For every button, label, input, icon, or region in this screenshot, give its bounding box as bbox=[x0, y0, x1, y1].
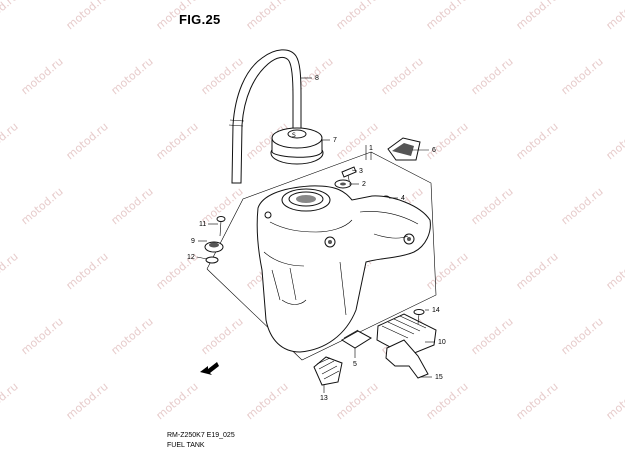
mount-cushion bbox=[204, 241, 224, 253]
watermark-text: motod.ru bbox=[154, 380, 201, 422]
watermark-text: motod.ru bbox=[109, 55, 156, 97]
watermark-text: motod.ru bbox=[334, 380, 381, 422]
figure-title: FIG.25 bbox=[179, 12, 221, 27]
callout-5: 5 bbox=[353, 361, 357, 368]
watermark-text: motod.ru bbox=[244, 380, 291, 422]
callout-1: 1 bbox=[369, 145, 373, 152]
callout-12: 12 bbox=[187, 254, 195, 261]
fuel-cap: S bbox=[270, 127, 324, 165]
rubber-block bbox=[313, 356, 343, 386]
watermark-text: motod.ru bbox=[604, 250, 625, 292]
watermark-text: motod.ru bbox=[379, 55, 426, 97]
watermark-text: motod.ru bbox=[0, 380, 21, 422]
callout-labels: 1 2 3 4 5 6 7 8 9 10 11 12 13 14 15 bbox=[187, 75, 446, 402]
watermark-text: motod.ru bbox=[0, 0, 21, 32]
watermark-text: motod.ru bbox=[559, 185, 606, 227]
watermark-text: motod.ru bbox=[19, 185, 66, 227]
watermark-text: motod.ru bbox=[514, 380, 561, 422]
watermark-text: motod.ru bbox=[64, 250, 111, 292]
rubber-cushion bbox=[387, 137, 421, 161]
watermark-text: motod.ru bbox=[0, 250, 21, 292]
svg-text:S: S bbox=[292, 132, 296, 139]
fuel-tank bbox=[256, 185, 431, 353]
callout-10: 10 bbox=[438, 339, 446, 346]
watermark-text: motod.ru bbox=[64, 380, 111, 422]
mount-bolt bbox=[216, 216, 226, 237]
watermark-text: motod.ru bbox=[604, 120, 625, 162]
watermark-text: motod.ru bbox=[424, 380, 471, 422]
watermark-text: motod.ru bbox=[199, 55, 246, 97]
screw-top bbox=[413, 309, 425, 325]
washer-small bbox=[334, 179, 352, 189]
callout-15: 15 bbox=[435, 374, 443, 381]
callout-7: 7 bbox=[333, 137, 337, 144]
watermark-text: motod.ru bbox=[424, 120, 471, 162]
watermark-text: motod.ru bbox=[64, 120, 111, 162]
watermark-text: motod.ru bbox=[424, 0, 471, 32]
watermark-text: motod.ru bbox=[514, 120, 561, 162]
callout-2: 2 bbox=[362, 181, 366, 188]
watermark-text: motod.ru bbox=[559, 55, 606, 97]
callout-4: 4 bbox=[401, 195, 405, 202]
watermark-text: motod.ru bbox=[469, 55, 516, 97]
callout-13: 13 bbox=[320, 395, 328, 402]
bracket bbox=[385, 339, 429, 379]
watermark-text: motod.ru bbox=[244, 0, 291, 32]
arrow-left-icon bbox=[200, 362, 219, 375]
watermark-text: motod.ru bbox=[334, 0, 381, 32]
callout-11: 11 bbox=[199, 221, 206, 228]
watermark-text: motod.ru bbox=[64, 0, 111, 32]
callout-8: 8 bbox=[315, 75, 319, 82]
callout-14: 14 bbox=[432, 307, 440, 314]
watermark-text: motod.ru bbox=[19, 55, 66, 97]
cushion-pad bbox=[341, 329, 372, 349]
watermark-text: motod.ru bbox=[604, 380, 625, 422]
watermark-text: motod.ru bbox=[199, 315, 246, 357]
callout-9: 9 bbox=[191, 238, 195, 245]
watermark-text: motod.ru bbox=[109, 315, 156, 357]
leader-lines bbox=[196, 77, 435, 393]
watermark-text: motod.ru bbox=[334, 120, 381, 162]
diagram-name: FUEL TANK bbox=[167, 442, 205, 449]
watermark-text: motod.ru bbox=[604, 0, 625, 32]
watermark-text: motod.ru bbox=[514, 250, 561, 292]
callout-3: 3 bbox=[359, 168, 363, 175]
watermark-text: motod.ru bbox=[154, 0, 201, 32]
watermark-text: motod.ru bbox=[154, 120, 201, 162]
watermark-text: motod.ru bbox=[559, 315, 606, 357]
watermark-text: motod.ru bbox=[424, 250, 471, 292]
watermark-text: motod.ru bbox=[514, 0, 561, 32]
watermark-text: motod.ru bbox=[19, 315, 66, 357]
mount-collar bbox=[205, 256, 219, 264]
watermark-text: motod.ru bbox=[0, 120, 21, 162]
watermark-text: motod.ru bbox=[469, 185, 516, 227]
watermark-text: motod.ru bbox=[469, 315, 516, 357]
watermark-text: motod.ru bbox=[109, 185, 156, 227]
callout-6: 6 bbox=[432, 147, 436, 154]
diagram-code: RM-Z250K7 E19_025 bbox=[167, 432, 235, 439]
